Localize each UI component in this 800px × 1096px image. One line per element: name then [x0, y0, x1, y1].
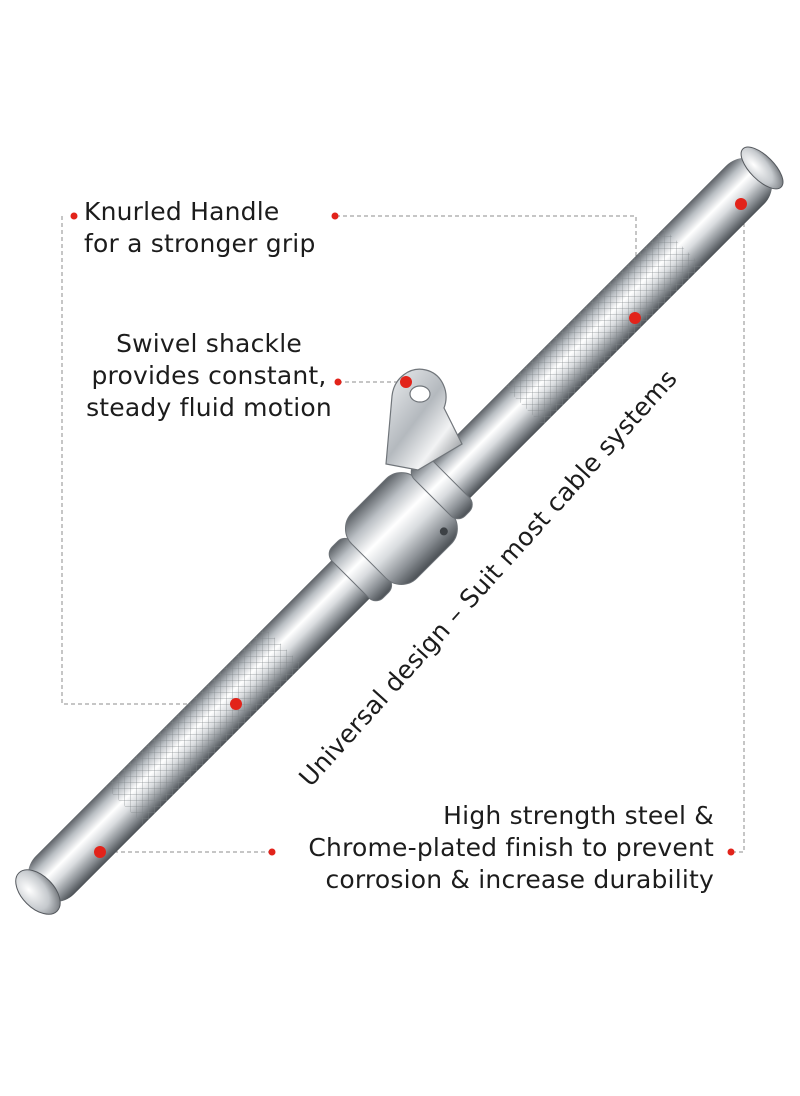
marker-finish-right	[727, 848, 735, 856]
callout-line: corrosion & increase durability	[325, 865, 714, 894]
leader-line-finish	[732, 202, 745, 853]
marker-shackle	[400, 376, 412, 388]
callout-line: steady fluid motion	[86, 393, 332, 422]
marker-lower-end	[94, 846, 106, 858]
end-cap-upper	[740, 146, 784, 190]
marker-upper-end	[735, 198, 747, 210]
callout-line: for a stronger grip	[84, 229, 316, 258]
marker-lower-knurl	[230, 698, 242, 710]
knurl-section-upper	[504, 228, 702, 426]
callout-line: Knurled Handle	[84, 197, 280, 226]
marker-upper-knurl	[629, 312, 641, 324]
knurled-handle-callout: Knurled Handle for a stronger grip	[84, 196, 316, 260]
marker-shackle-label	[334, 378, 342, 386]
callout-line: Swivel shackle	[116, 329, 302, 358]
callout-markers	[70, 198, 747, 858]
end-cap-lower	[15, 869, 61, 915]
leader-line-knurl-left	[61, 216, 236, 705]
handle-bar	[15, 146, 784, 915]
swivel-shackle-callout: Swivel shackle provides constant, steady…	[78, 328, 340, 424]
callout-line: Chrome-plated finish to prevent	[308, 833, 714, 862]
shackle-hole	[409, 385, 431, 403]
marker-knurl-label	[70, 212, 78, 220]
marker-knurl-top-end	[331, 212, 339, 220]
callout-line: High strength steel &	[443, 801, 714, 830]
marker-finish-left	[268, 848, 276, 856]
collar-pin	[439, 527, 448, 536]
swivel-shackle	[385, 368, 463, 471]
knurl-section-lower	[105, 627, 303, 825]
callout-line: provides constant,	[91, 361, 327, 390]
steel-finish-callout: High strength steel & Chrome-plated fini…	[308, 800, 714, 896]
